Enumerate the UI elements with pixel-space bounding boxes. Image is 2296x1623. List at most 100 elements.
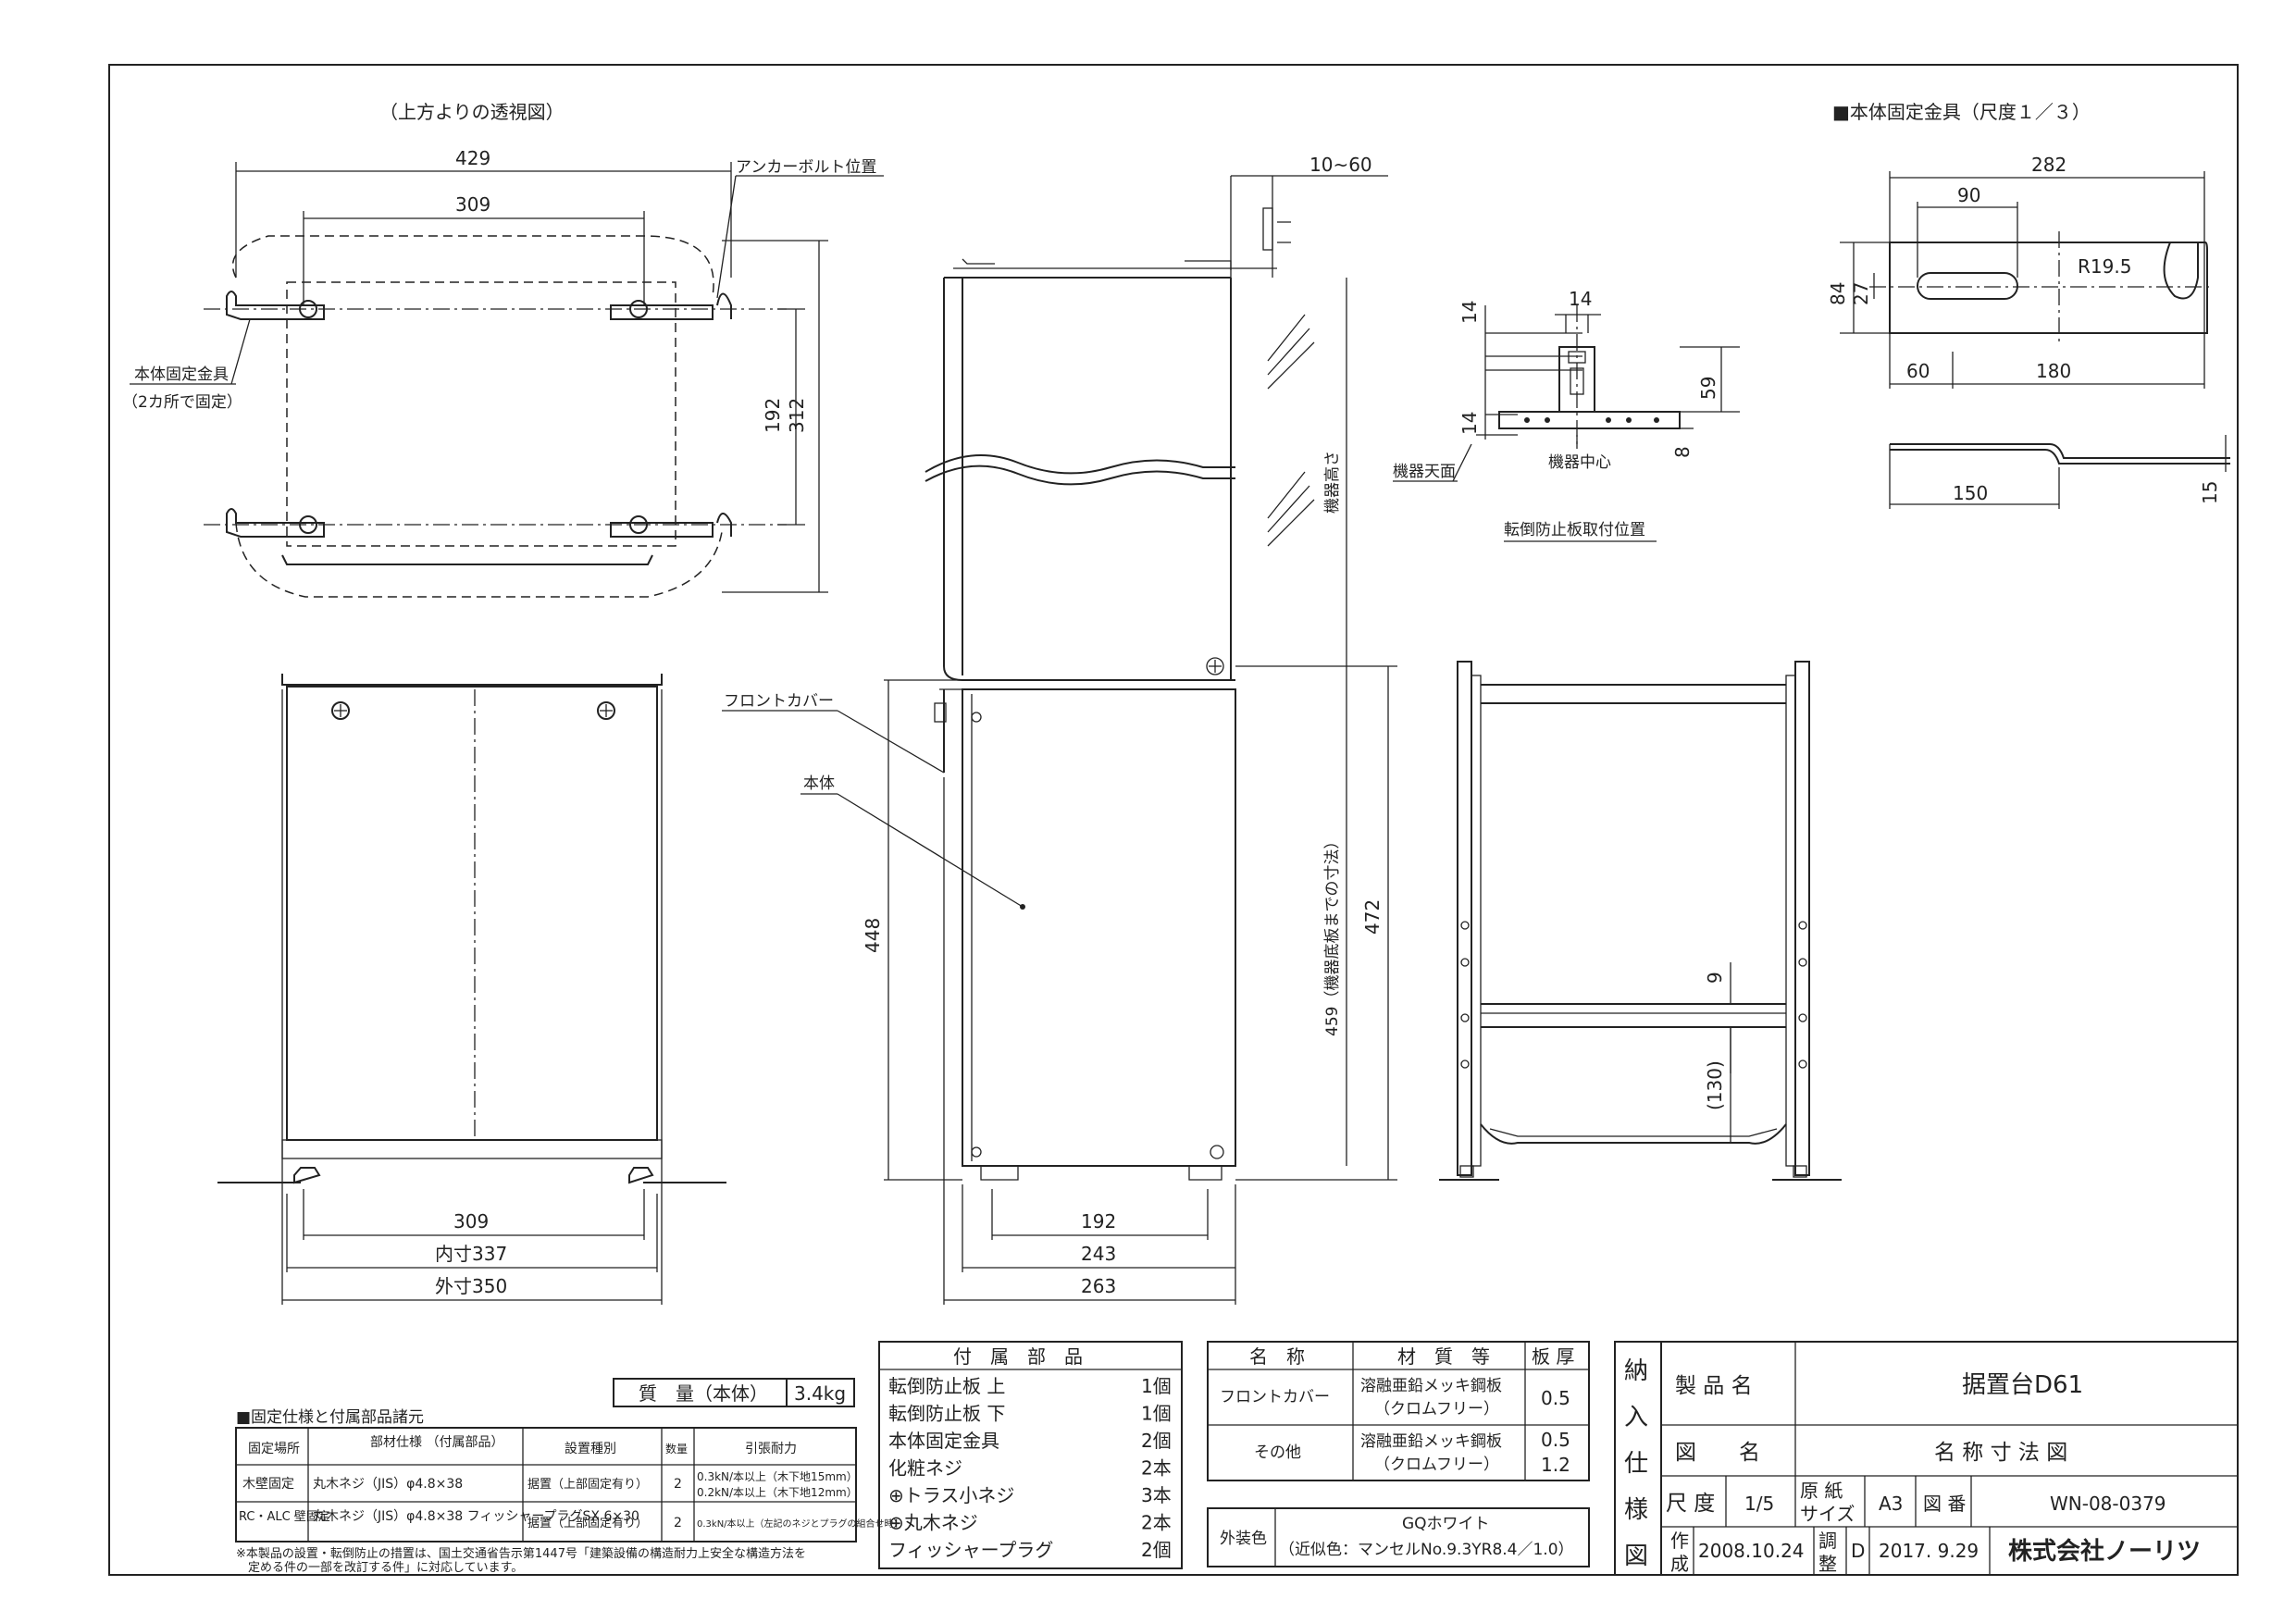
br-dim-27: 27 xyxy=(1850,282,1872,305)
fixing-spec-table: ■固定仕様と付属部品諸元 固定場所 部材仕様 （付属部品） 設置種別 数量 引張… xyxy=(235,1408,903,1575)
adj-date: 2017. 9.29 xyxy=(1879,1540,1979,1562)
dim-130: (130) xyxy=(1704,1060,1726,1110)
accessory-name: 化粧ネジ xyxy=(888,1457,962,1480)
dim-309-top: 309 xyxy=(455,193,490,216)
r2-type: 据置（上部固定有り） xyxy=(527,1517,648,1530)
anchor-bolt-label: アンカーボルト位置 xyxy=(736,158,876,177)
accessory-qty: 2本 xyxy=(1141,1512,1172,1534)
side-label-4: 様 xyxy=(1624,1496,1648,1524)
accessory-qty: 1個 xyxy=(1141,1403,1172,1425)
mat-r2-mat2: （クロムフリー） xyxy=(1374,1456,1499,1474)
accessory-name: フィッシャープラグ xyxy=(888,1539,1053,1561)
mat-th-material: 材 質 等 xyxy=(1397,1345,1490,1368)
th-type: 設置種別 xyxy=(565,1442,616,1456)
br-dim-90: 90 xyxy=(1957,184,1980,206)
tipover-plate-detail: 14 14 14 59 8 機器中心 機器天面 転倒防止板取付位置 xyxy=(1393,288,1740,542)
adj-label-2: 整 xyxy=(1818,1553,1837,1575)
fixing-spec-title: ■固定仕様と付属部品諸元 xyxy=(236,1408,424,1427)
front-view: 309 内寸337 外寸350 xyxy=(217,674,726,1305)
mat-r1-t1: 0.5 xyxy=(1541,1387,1570,1409)
fixing-note-1: ※本製品の設置・転倒防止の措置は、国土交通省告示第1447号「建築設備の構造耐力… xyxy=(236,1546,806,1561)
fixing-note-2: 定める件の一部を改訂する件」に対応しています。 xyxy=(236,1560,523,1575)
tip-dim-14a: 14 xyxy=(1458,301,1481,324)
r1-spec: 丸木ネジ（JIS）φ4.8×38 xyxy=(313,1477,463,1492)
accessory-qty: 3本 xyxy=(1141,1484,1172,1506)
mat-r2-t1: 0.5 xyxy=(1541,1429,1570,1451)
dim-448: 448 xyxy=(862,918,884,953)
r2-strength: 0.3kN/本以上（左記のネジとプラグの組合せ時） xyxy=(697,1518,903,1530)
dim-309-front: 309 xyxy=(453,1210,489,1233)
made-date: 2008.10.24 xyxy=(1698,1540,1805,1562)
scale-label: 尺 度 xyxy=(1666,1492,1715,1516)
bracket-detail: ■本体固定金具（尺度１／３） 282 90 R19.5 84 27 60 180… xyxy=(1827,101,2230,509)
dim-472: 472 xyxy=(1361,899,1384,935)
finish-color: GQホワイト xyxy=(1402,1515,1490,1533)
mass-label: 質 量（本体） xyxy=(639,1382,768,1405)
tipover-title: 転倒防止板取付位置 xyxy=(1504,521,1645,539)
mass-value: 3.4kg xyxy=(794,1382,846,1405)
dim-243: 243 xyxy=(1081,1243,1116,1265)
tip-dim-14c: 14 xyxy=(1569,288,1592,310)
th-place: 固定場所 xyxy=(248,1442,300,1456)
fixing-bracket-note: （2カ所で固定） xyxy=(122,393,242,412)
tip-dim-59: 59 xyxy=(1697,377,1719,400)
product-label: 製 品 名 xyxy=(1675,1374,1753,1398)
th-strength: 引張耐力 xyxy=(745,1442,797,1456)
mat-r1-mat1: 溶融亜鉛メッキ鋼板 xyxy=(1360,1377,1502,1395)
mass-box: 質 量（本体） 3.4kg xyxy=(613,1378,855,1407)
accessory-qty: 2個 xyxy=(1141,1539,1172,1561)
br-dim-282: 282 xyxy=(2031,154,2066,176)
unit-top-label: 機器天面 xyxy=(1393,463,1456,481)
dim-9: 9 xyxy=(1704,972,1726,984)
unit-center-label: 機器中心 xyxy=(1548,453,1611,472)
paper-label-2: サイズ xyxy=(1800,1503,1855,1525)
dim-350: 外寸350 xyxy=(435,1275,507,1297)
side-label-1: 納 xyxy=(1624,1357,1648,1385)
made-label-1: 作 xyxy=(1670,1530,1689,1552)
finish-munsell: （近似色：マンセルNo.9.3YR8.4／1.0） xyxy=(1279,1541,1574,1559)
dim-192-top: 192 xyxy=(762,398,784,433)
dim-459: 459（機器底板までの寸法） xyxy=(1323,834,1342,1036)
paper-label-1: 原 紙 xyxy=(1800,1480,1843,1502)
paper-size: A3 xyxy=(1879,1493,1903,1515)
side-label-5: 図 xyxy=(1624,1542,1648,1570)
side-label-2: 入 xyxy=(1624,1404,1648,1431)
revision: D xyxy=(1851,1540,1865,1562)
br-dim-15: 15 xyxy=(2199,481,2221,504)
tip-dim-8: 8 xyxy=(1671,446,1694,458)
side-label-3: 仕 xyxy=(1624,1450,1648,1478)
br-radius: R19.5 xyxy=(2078,255,2131,278)
r2-spec: 丸木ネジ（JIS）φ4.8×38 フィッシャープラグSX 6×30 xyxy=(313,1509,639,1524)
finish-label: 外装色 xyxy=(1220,1530,1267,1548)
mat-r2-mat1: 溶融亜鉛メッキ鋼板 xyxy=(1360,1432,1502,1451)
mat-th-thickness: 板 厚 xyxy=(1532,1345,1574,1368)
unit-height-label: 機器高さ xyxy=(1323,451,1342,514)
mat-r2-t2: 1.2 xyxy=(1541,1454,1570,1476)
mat-r1-mat2: （クロムフリー） xyxy=(1374,1400,1499,1419)
r1-qty: 2 xyxy=(674,1477,682,1492)
rear-view: 9 (130) xyxy=(1439,661,1842,1181)
tip-dim-14b: 14 xyxy=(1458,412,1481,435)
dim-337: 内寸337 xyxy=(435,1243,507,1265)
top-view: （上方よりの透視図） 429 309 xyxy=(122,101,884,598)
title-block: 納 入 仕 様 図 製 品 名 据置台D61 図 名 名 称 寸 法 図 尺 度… xyxy=(1614,1341,2239,1576)
dim-429: 429 xyxy=(455,147,490,169)
r2-place: RC・ALC 壁固定 xyxy=(239,1510,330,1524)
fixing-bracket-label: 本体固定金具 xyxy=(134,365,229,384)
bracket-title: ■本体固定金具（尺度１／３） xyxy=(1832,101,2091,123)
accessory-name: 転倒防止板 下 xyxy=(888,1403,1005,1425)
br-dim-84: 84 xyxy=(1827,282,1849,305)
accessories-header: 付 属 部 品 xyxy=(953,1345,1083,1368)
company-name: 株式会社ノーリツ xyxy=(2008,1537,2201,1566)
front-cover-label: フロントカバー xyxy=(724,692,834,711)
accessory-qty: 2個 xyxy=(1141,1430,1172,1452)
made-label-2: 成 xyxy=(1670,1553,1689,1575)
drawing-label: 図 名 xyxy=(1675,1441,1760,1465)
product-name: 据置台D61 xyxy=(1962,1371,2083,1399)
r2-qty: 2 xyxy=(674,1516,682,1530)
br-dim-180: 180 xyxy=(2036,360,2071,382)
r1-type: 据置（上部固定有り） xyxy=(527,1478,648,1492)
sheet-border xyxy=(108,64,2239,1576)
